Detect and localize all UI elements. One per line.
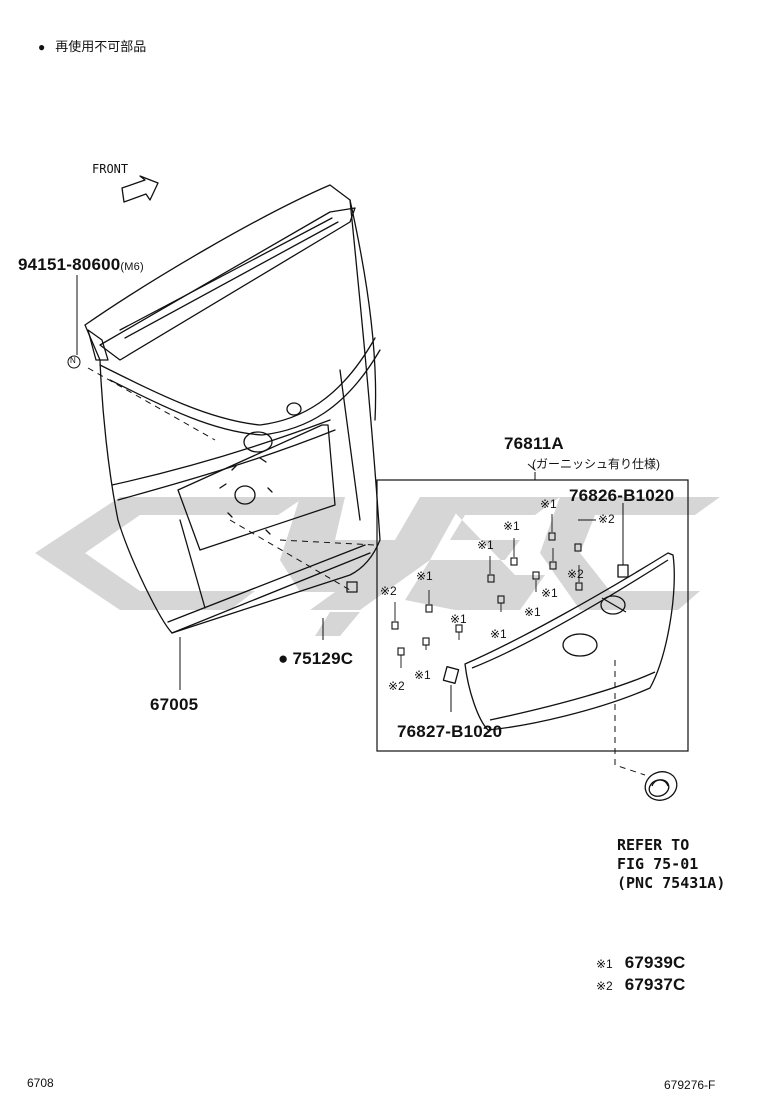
key-part-1[interactable]: 67939C	[624, 953, 686, 972]
marker-1-g: ※1	[450, 612, 467, 626]
legend-top-marker: ●	[38, 40, 46, 54]
emblem-part	[644, 771, 678, 801]
refer-line-3: (PNC 75431A)	[617, 874, 726, 892]
marker-1-f: ※1	[524, 605, 541, 619]
part-67005[interactable]: 67005	[150, 695, 199, 714]
marker-1-e: ※1	[541, 586, 558, 600]
nut-label: N	[70, 356, 76, 365]
refer-line-1: REFER TO	[617, 836, 690, 854]
back-door-outline	[84, 184, 381, 634]
part-94151-suffix: (M6)	[120, 261, 144, 273]
key-part-2[interactable]: 67937C	[624, 975, 686, 994]
key-mark-1: ※1	[596, 957, 613, 971]
marker-1-d: ※1	[416, 569, 433, 583]
legend-top-text: 再使用不可部品	[55, 39, 147, 54]
nut-symbol	[67, 355, 81, 369]
marker-2-c: ※2	[380, 584, 397, 598]
garnish-part	[464, 552, 675, 731]
front-label: FRONT	[92, 162, 129, 176]
footer-code: 679276-F	[664, 1078, 716, 1092]
marker-1-h: ※1	[490, 627, 507, 641]
key-row-2: ※2 67937C	[596, 975, 685, 995]
marker-2-a: ※2	[598, 512, 615, 526]
key-row-1: ※1 67939C	[596, 953, 685, 973]
marker-1-i: ※1	[414, 668, 431, 682]
part-76826[interactable]: 76826-B1020	[569, 486, 675, 505]
part-75129C-marker: ●	[278, 649, 289, 668]
key-mark-2: ※2	[596, 979, 613, 993]
part-75129C[interactable]: ●75129C	[278, 649, 353, 669]
marker-2-d: ※2	[388, 679, 405, 693]
marker-1-c: ※1	[477, 538, 494, 552]
part-76811A-note: (ガーニッシュ有り仕様)	[532, 457, 660, 471]
footer-page: 6708	[27, 1076, 54, 1090]
part-94151-number: 94151-80600	[18, 255, 121, 274]
refer-line-2: FIG 75-01	[617, 855, 699, 873]
part-75129C-number: 75129C	[292, 649, 354, 668]
part-94151[interactable]: 94151-80600(M6)	[18, 255, 144, 275]
marker-2-b: ※2	[567, 567, 584, 581]
front-arrow-icon	[121, 175, 159, 203]
garnish-inset-box	[376, 479, 689, 752]
marker-1-a: ※1	[540, 497, 557, 511]
marker-1-b: ※1	[503, 519, 520, 533]
legend-top: ● 再使用不可部品	[38, 36, 146, 55]
part-76827[interactable]: 76827-B1020	[397, 722, 503, 741]
part-76811A[interactable]: 76811A	[504, 434, 564, 453]
